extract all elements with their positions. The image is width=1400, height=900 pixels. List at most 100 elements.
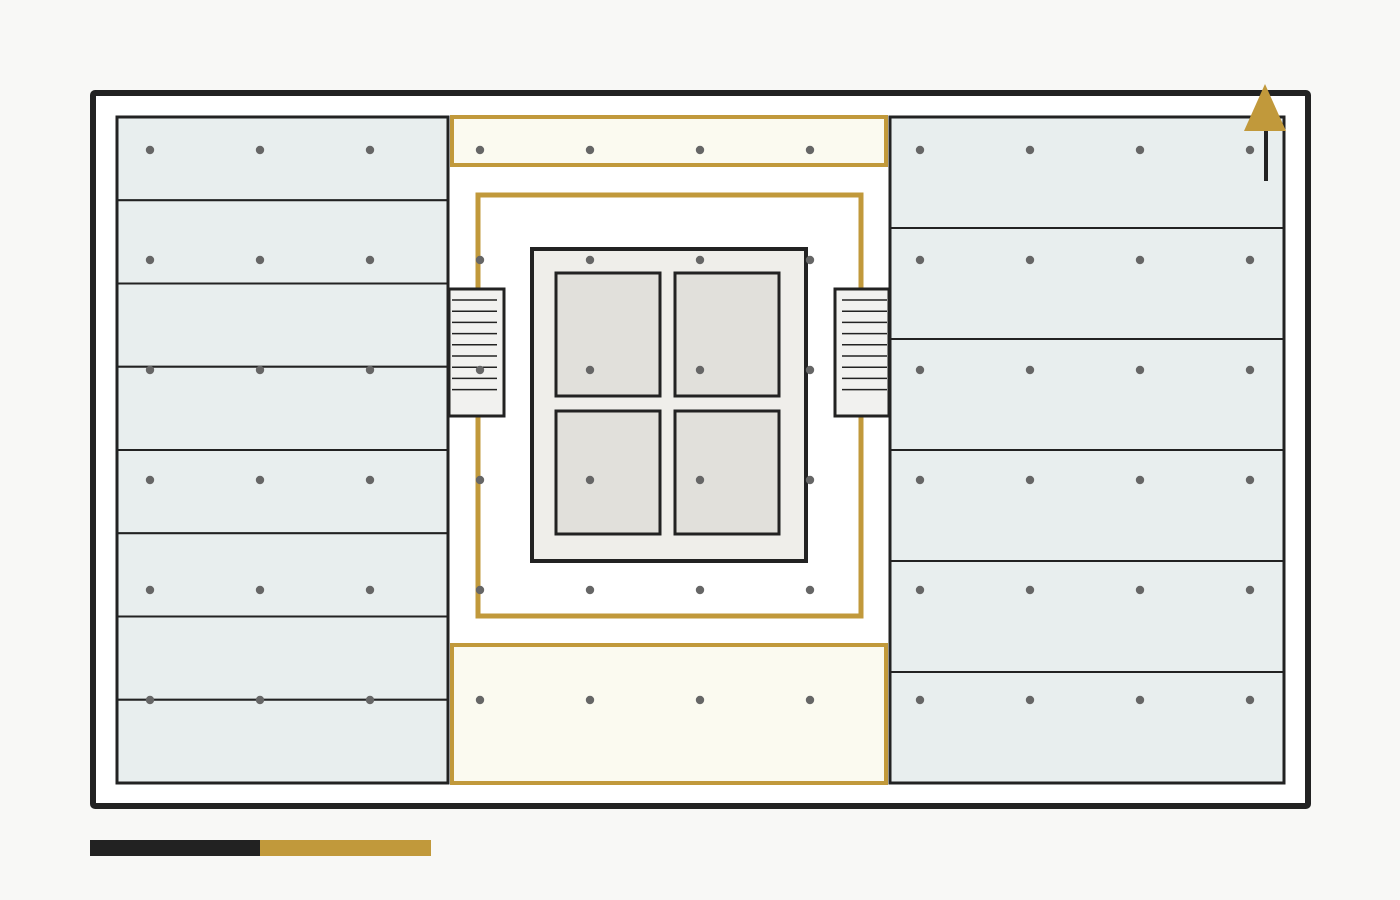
structural-column <box>1025 255 1035 265</box>
structural-column <box>365 585 375 595</box>
structural-column <box>585 695 595 705</box>
east-wing-room <box>889 671 1285 784</box>
structural-column <box>475 365 485 375</box>
structural-column <box>915 255 925 265</box>
structural-column <box>255 475 265 485</box>
structural-column <box>475 255 485 265</box>
core-room <box>554 409 662 536</box>
structural-column <box>1245 475 1255 485</box>
east-wing-room <box>889 227 1285 340</box>
scale-bar <box>90 840 431 856</box>
structural-column <box>695 585 705 595</box>
structural-column <box>585 475 595 485</box>
scale-bar-segment <box>90 840 260 856</box>
west-wing-room <box>116 698 449 784</box>
structural-column <box>805 255 815 265</box>
structural-column <box>915 475 925 485</box>
structural-column <box>805 145 815 155</box>
structural-column <box>145 475 155 485</box>
south-lobby-zone <box>450 643 888 785</box>
structural-column <box>1025 365 1035 375</box>
structural-column <box>1245 255 1255 265</box>
structural-column <box>475 475 485 485</box>
structural-column <box>1245 585 1255 595</box>
east-wing-wall <box>888 115 1286 785</box>
west-wing-room <box>116 449 449 535</box>
north-arrow-icon <box>1244 84 1286 181</box>
structural-column <box>1245 695 1255 705</box>
scale-bar-segment <box>260 840 431 856</box>
west-wing-room <box>116 615 449 701</box>
structural-column <box>915 695 925 705</box>
structural-column <box>145 145 155 155</box>
structural-column <box>585 365 595 375</box>
column-grid-layer <box>145 145 1255 705</box>
west-wing-room <box>116 532 449 618</box>
structural-column <box>1025 475 1035 485</box>
structural-column <box>365 365 375 375</box>
structural-column <box>365 475 375 485</box>
core-room <box>673 271 781 398</box>
structural-column <box>145 585 155 595</box>
zones-layer <box>116 115 1285 785</box>
structural-column <box>1025 585 1035 595</box>
structural-column <box>1135 695 1145 705</box>
structural-column <box>805 365 815 375</box>
structural-column <box>255 695 265 705</box>
east-wing-room <box>889 449 1285 562</box>
structural-column <box>1135 475 1145 485</box>
east-wing-room <box>889 560 1285 673</box>
structural-column <box>365 145 375 155</box>
structural-column <box>1025 695 1035 705</box>
structural-column <box>1245 145 1255 155</box>
east-stair <box>833 287 891 418</box>
core-room <box>554 271 662 398</box>
structural-column <box>915 145 925 155</box>
structural-column <box>475 145 485 155</box>
structural-column <box>695 695 705 705</box>
structural-column <box>915 365 925 375</box>
structural-column <box>695 475 705 485</box>
west-wing-room <box>116 199 449 285</box>
structural-column <box>255 145 265 155</box>
structural-column <box>585 255 595 265</box>
structural-column <box>805 475 815 485</box>
structural-column <box>365 695 375 705</box>
structural-column <box>805 695 815 705</box>
west-wing-wall <box>115 115 450 785</box>
structural-column <box>695 255 705 265</box>
structural-column <box>915 585 925 595</box>
west-wing-room <box>116 116 449 202</box>
structural-column <box>1135 255 1145 265</box>
structural-column <box>1025 145 1035 155</box>
structural-column <box>255 365 265 375</box>
east-wing-room <box>889 116 1285 229</box>
east-wing-room <box>889 338 1285 451</box>
structural-column <box>695 365 705 375</box>
west-wing-room <box>116 365 449 451</box>
structural-column <box>1135 145 1145 155</box>
structural-column <box>145 255 155 265</box>
structural-column <box>1135 365 1145 375</box>
structural-column <box>365 255 375 265</box>
walls-layer <box>115 115 1286 785</box>
west-wing-room <box>116 282 449 368</box>
structural-column <box>805 585 815 595</box>
structural-column <box>475 695 485 705</box>
core-layer <box>530 247 808 563</box>
structural-column <box>475 585 485 595</box>
structural-column <box>585 585 595 595</box>
core-room <box>673 409 781 536</box>
structural-column <box>145 365 155 375</box>
structural-column <box>585 145 595 155</box>
structural-column <box>695 145 705 155</box>
structural-column <box>1135 585 1145 595</box>
north-lobby-zone <box>450 115 888 167</box>
structural-column <box>255 585 265 595</box>
structural-column <box>1245 365 1255 375</box>
west-stair <box>447 287 506 418</box>
structural-column <box>145 695 155 705</box>
annotation-layer <box>90 84 1286 856</box>
